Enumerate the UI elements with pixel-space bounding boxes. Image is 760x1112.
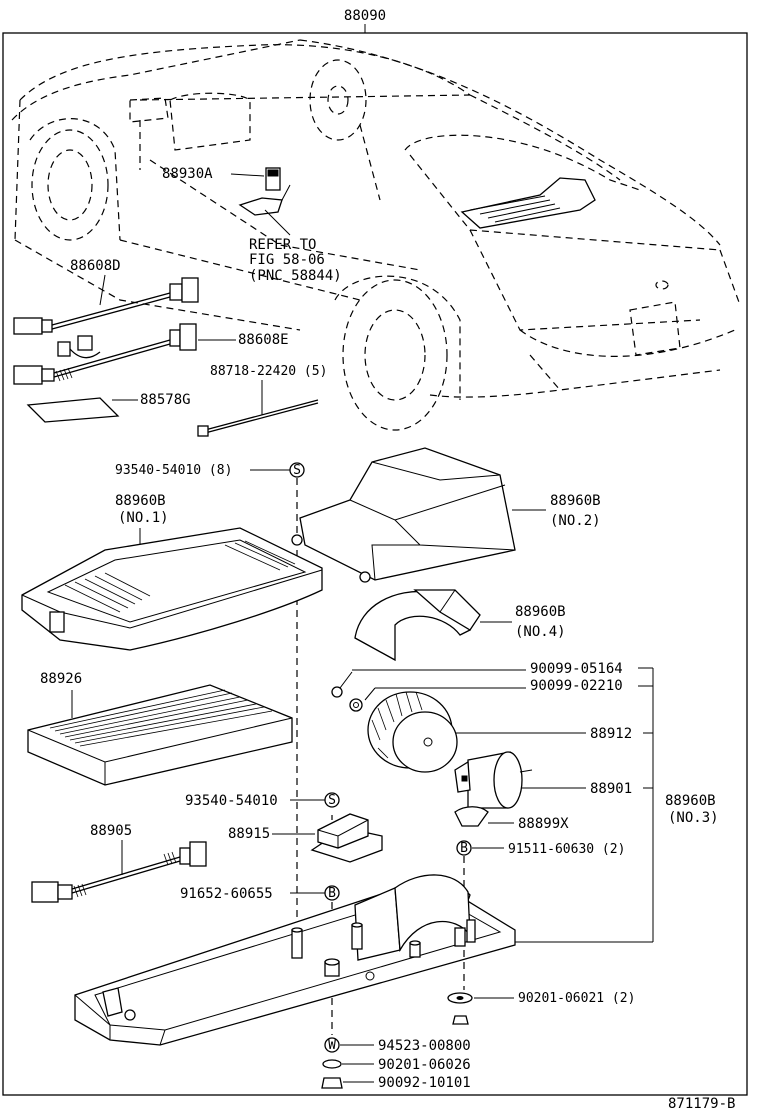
label-88960B-no3-sub: (NO.3) — [668, 810, 719, 826]
label-88960B-no2: 88960B — [550, 493, 601, 509]
label-93540-54010: 93540-54010 — [185, 793, 278, 809]
svg-text:B: B — [328, 886, 336, 901]
screw-s-symbol-2: S — [324, 792, 340, 808]
cover-88960B-no1 — [21, 527, 323, 651]
refer-note-line2: FIG 58-06 — [249, 252, 325, 268]
label-88960B-no2-sub: (NO.2) — [550, 513, 601, 529]
washer-w-symbol: W — [324, 1037, 340, 1053]
label-91511-60630: 91511-60630 (2) — [508, 842, 625, 857]
label-88960B-no4: 88960B — [515, 604, 566, 620]
bolt-b-symbol-2: B — [324, 885, 340, 901]
label-88960B-no1: 88960B — [115, 493, 166, 509]
label-90201-06021: 90201-06021 (2) — [518, 991, 635, 1006]
refer-note-line1: REFER TO — [249, 237, 316, 253]
sheet-88578G — [26, 397, 120, 423]
label-88901: 88901 — [590, 781, 632, 797]
fan-wheel-88912 — [367, 691, 458, 773]
label-88930A: 88930A — [162, 166, 213, 182]
label-88578G: 88578G — [140, 392, 191, 408]
motor-88901 — [454, 751, 533, 809]
clip-90099-02210 — [349, 698, 363, 712]
label-90099-02210: 90099-02210 — [530, 678, 623, 694]
bracket-88915 — [310, 813, 383, 863]
harness-88608D — [13, 277, 199, 335]
label-88915: 88915 — [228, 826, 270, 842]
harness-88905 — [31, 841, 207, 903]
label-88926: 88926 — [40, 671, 82, 687]
cover-88960B-no2 — [291, 447, 516, 583]
label-90092-10101: 90092-10101 — [378, 1075, 471, 1091]
label-88608D: 88608D — [70, 258, 121, 274]
screw-s-symbol-1: S — [289, 462, 305, 478]
frame-label: 88090 — [344, 8, 386, 24]
label-88905: 88905 — [90, 823, 132, 839]
svg-text:S: S — [328, 793, 336, 808]
nut-90092-10101 — [321, 1077, 343, 1089]
refer-note-line3: (PNC 58844) — [249, 268, 342, 284]
duct-88960B-no4 — [354, 589, 481, 662]
housing-88960B-no3 — [74, 874, 516, 1046]
washer-90201-06026 — [322, 1059, 342, 1069]
svg-text:W: W — [328, 1038, 336, 1053]
label-93540-54010-8: 93540-54010 (8) — [115, 463, 232, 478]
svg-text:B: B — [460, 841, 468, 856]
car-illustration — [11, 39, 741, 431]
svg-text:S: S — [293, 463, 301, 478]
cable-tie-88718 — [197, 399, 319, 437]
clip-90099-05164 — [331, 686, 343, 698]
filter-88926 — [27, 684, 293, 786]
label-88899X: 88899X — [518, 816, 569, 832]
clamp-88899X — [454, 806, 489, 827]
label-88912: 88912 — [590, 726, 632, 742]
label-88960B-no3: 88960B — [665, 793, 716, 809]
diagram-frame — [2, 32, 748, 1096]
label-88960B-no4-sub: (NO.4) — [515, 624, 566, 640]
figure-id: 871179-B — [668, 1096, 735, 1112]
bolt-b-symbol-1: B — [456, 840, 472, 856]
label-88718: 88718-22420 (5) — [210, 364, 327, 379]
label-88960B-no1-sub: (NO.1) — [118, 510, 169, 526]
label-90099-05164: 90099-05164 — [530, 661, 623, 677]
label-94523-00800: 94523-00800 — [378, 1038, 471, 1054]
washer-90201-06021 — [447, 992, 473, 1025]
label-91652-60655: 91652-60655 — [180, 886, 273, 902]
harness-88608E — [13, 323, 197, 385]
label-90201-06026: 90201-06026 — [378, 1057, 471, 1073]
label-88608E: 88608E — [238, 332, 289, 348]
